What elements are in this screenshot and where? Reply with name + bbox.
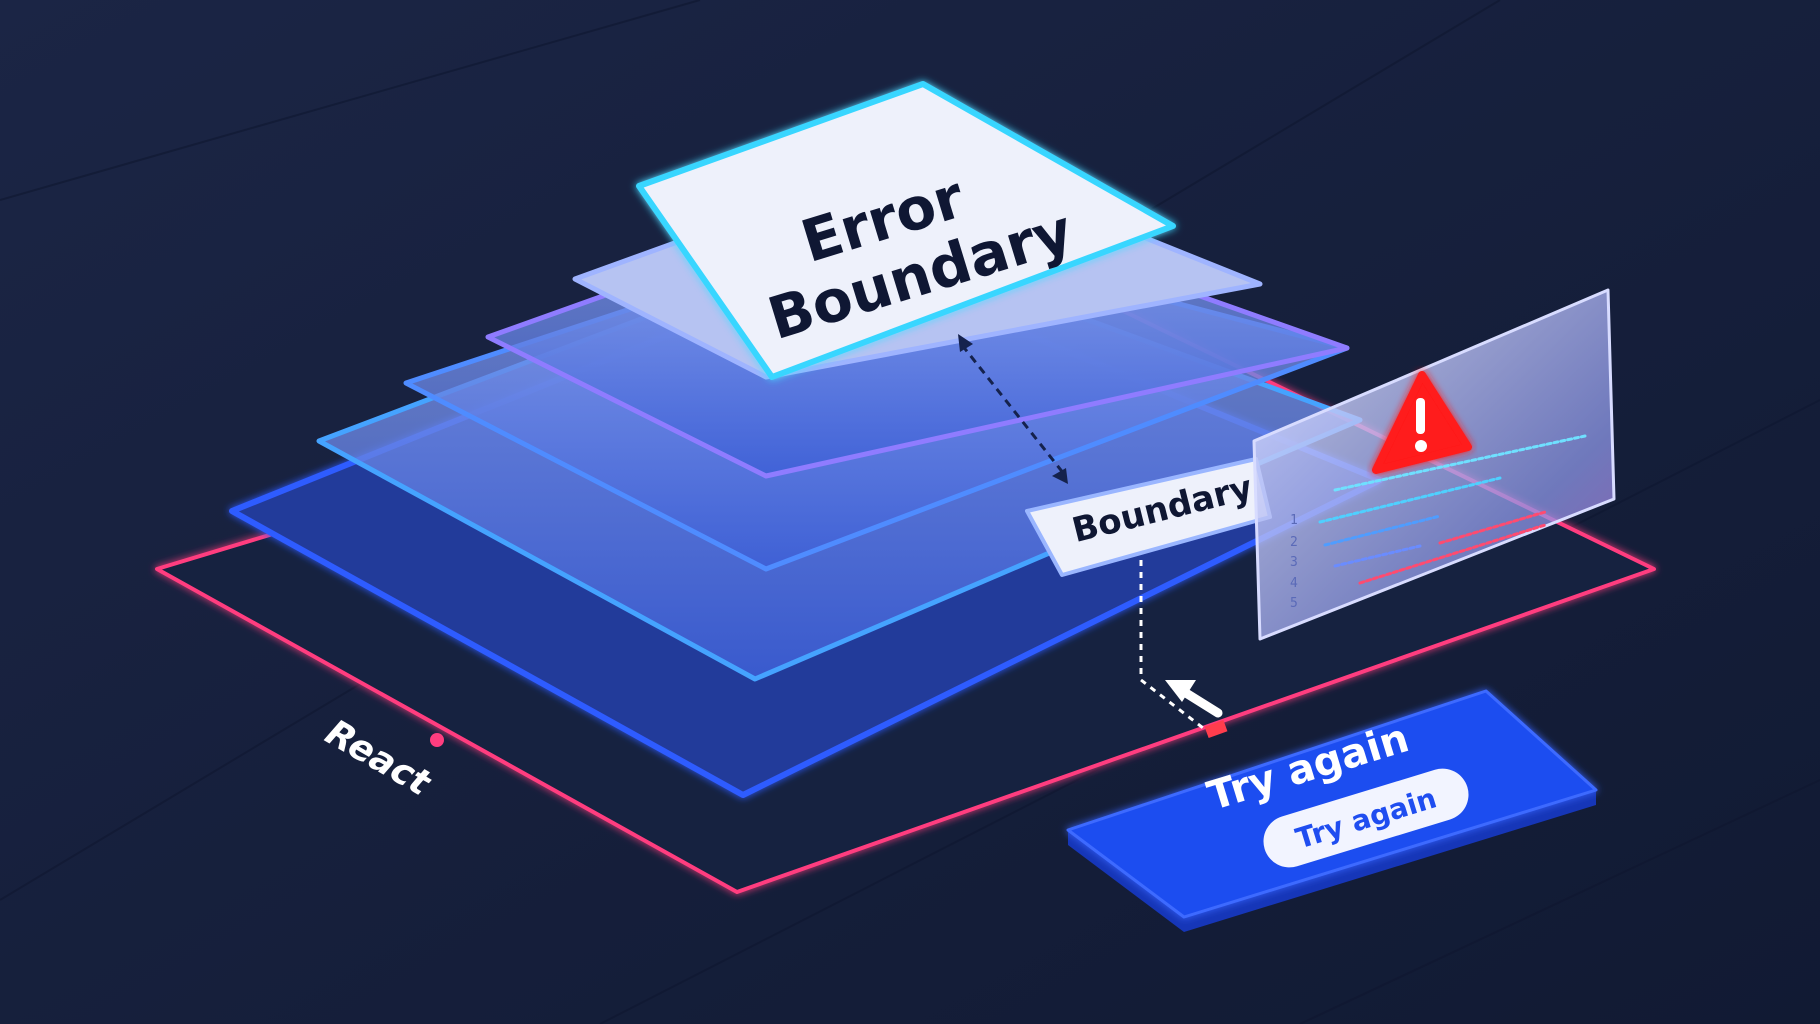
retry-arrow-icon <box>1165 680 1223 718</box>
code-lines <box>1318 434 1587 585</box>
line-number: 5 <box>1290 596 1298 611</box>
arrow-up-icon <box>958 334 973 352</box>
arrow-down-icon <box>1052 468 1068 484</box>
outline-node <box>430 733 444 747</box>
line-number: 2 <box>1290 535 1298 550</box>
line-number: 1 <box>1290 513 1298 528</box>
line-number: 3 <box>1290 555 1298 570</box>
line-number: 4 <box>1290 576 1298 591</box>
warning-triangle-icon <box>1372 371 1472 474</box>
error-boundary-card <box>636 81 1176 380</box>
error-panel <box>1252 288 1616 641</box>
